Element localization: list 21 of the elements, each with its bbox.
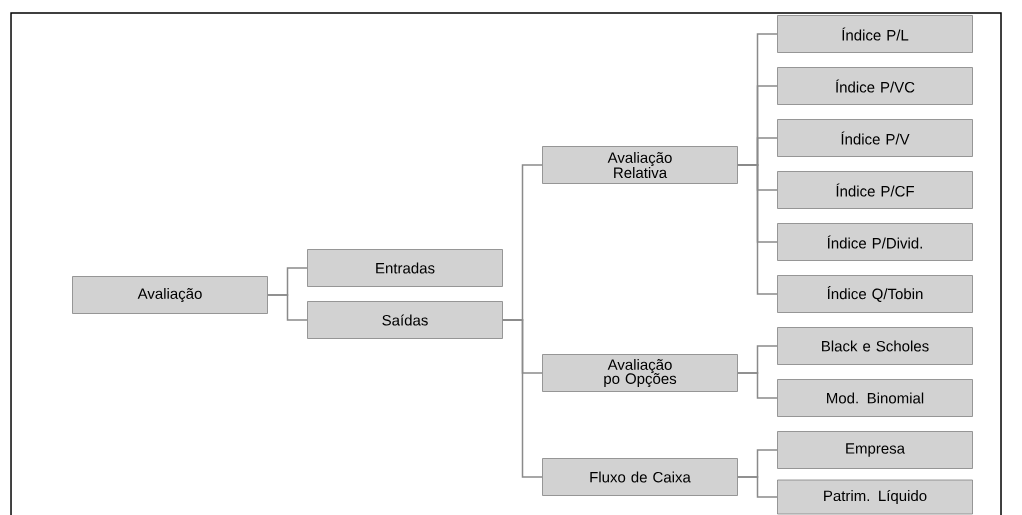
process-box: Patrim. Líquido — [777, 479, 973, 515]
process-box: Avaliação — [72, 276, 268, 314]
process-box: Mod. Binomial — [777, 379, 973, 417]
connector-line — [737, 372, 778, 399]
connector-line — [502, 319, 543, 478]
process-box: Avaliação Relativa — [542, 146, 738, 184]
process-box: Índice P/V — [777, 119, 973, 157]
process-box: Índice P/Divid. — [777, 223, 973, 261]
process-box: Empresa — [777, 431, 973, 469]
process-box: Índice P/VC — [777, 67, 973, 105]
process-box: Avaliação po Opções — [542, 354, 738, 392]
process-box: Índice P/CF — [777, 171, 973, 209]
connector-line — [737, 164, 778, 295]
connector-line — [737, 476, 778, 498]
process-box: Entradas — [307, 249, 503, 287]
process-box: Saídas — [307, 301, 503, 339]
connector-line — [267, 294, 308, 321]
process-box: Índice P/L — [777, 15, 973, 53]
process-box: Fluxo de Caixa — [542, 458, 738, 496]
process-box: Índice Q/Tobin — [777, 275, 973, 313]
process-box: Black e Scholes — [777, 327, 973, 365]
